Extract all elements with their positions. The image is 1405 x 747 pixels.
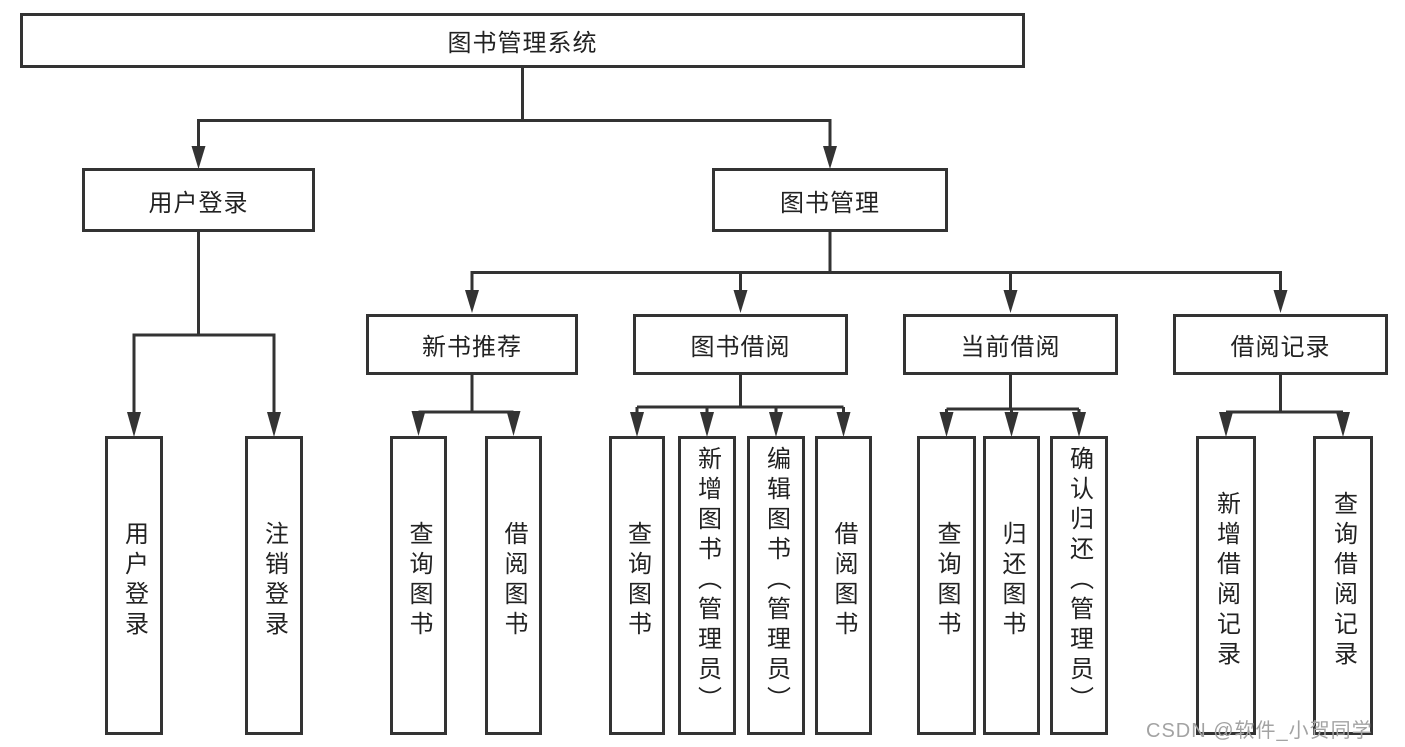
leaf-user-login: 用户登录 [105,436,163,735]
node-label: 用户登录 [148,189,249,217]
connector-book-borrow-to-leaves [630,375,851,437]
connector-current-borrow-to-leaves [939,375,1086,437]
node-label: 查询图书 [933,520,960,641]
node-label: 图书借阅 [690,334,791,361]
connector-book-management-to-level3 [465,232,1288,313]
leaf-borrow-edit-books-admin: 编辑图书（管理员） [747,436,805,735]
node-label: 确认归还（管理员） [1065,445,1093,716]
leaf-records-query-record: 查询借阅记录 [1313,436,1373,735]
node-label: 归还图书 [998,520,1025,641]
leaf-recommend-query-books: 查询图书 [390,436,447,735]
node-book-borrow: 图书借阅 [633,314,848,375]
node-label: 查询图书 [623,520,651,641]
leaf-current-confirm-return-admin: 确认归还（管理员） [1050,436,1108,735]
leaf-current-query-books: 查询图书 [917,436,976,735]
node-label: 编辑图书（管理员） [762,445,790,716]
node-new-book-recommend: 新书推荐 [366,314,578,375]
leaf-logout: 注销登录 [245,436,303,735]
node-label: 借阅图书 [830,520,857,641]
node-book-management: 图书管理 [712,168,948,232]
leaf-borrow-query-books: 查询图书 [609,436,665,735]
node-label: 图书管理系统 [447,30,598,57]
connector-new-book-to-leaves [411,375,521,436]
leaf-records-add-record: 新增借阅记录 [1196,436,1256,735]
node-label: 新增借阅记录 [1212,490,1240,671]
leaf-borrow-borrow-books: 借阅图书 [815,436,872,735]
node-user-login: 用户登录 [82,168,315,232]
csdn-watermark: CSDN @软件_小贺同学 [1146,720,1373,742]
node-label: 借阅记录 [1230,334,1331,361]
node-label: 注销登录 [260,520,288,641]
node-label: 用户登录 [120,520,148,641]
connector-borrow-records-to-leaves [1219,375,1350,437]
node-label: 查询借阅记录 [1329,490,1357,671]
node-library-management-system: 图书管理系统 [20,13,1025,68]
connector-user-login-to-leaves [127,232,281,437]
connector-root-to-level2 [191,68,837,169]
leaf-current-return-books: 归还图书 [983,436,1040,735]
node-label: 新增图书（管理员） [693,445,721,716]
node-label: 查询图书 [405,520,432,641]
node-label: 新书推荐 [422,334,522,361]
leaf-borrow-add-books-admin: 新增图书（管理员） [678,436,736,735]
node-borrow-records: 借阅记录 [1173,314,1388,375]
node-current-borrow: 当前借阅 [903,314,1118,375]
leaf-recommend-borrow-books: 借阅图书 [485,436,542,735]
node-label: 图书管理 [780,189,880,217]
node-label: 借阅图书 [500,520,527,641]
node-label: 当前借阅 [960,334,1061,361]
